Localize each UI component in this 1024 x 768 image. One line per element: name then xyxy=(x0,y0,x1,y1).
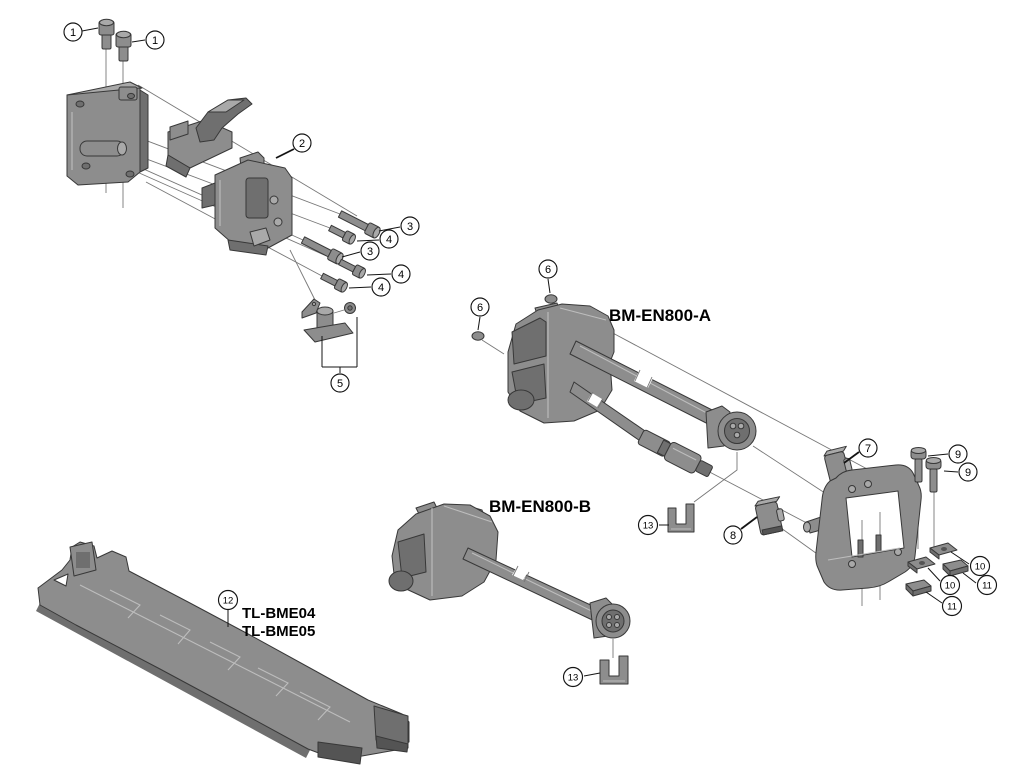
ring-screw-9-left xyxy=(910,447,927,483)
tool-label-2: TL-BME05 xyxy=(242,623,315,640)
svg-text:6: 6 xyxy=(477,302,483,314)
mount-screw-1-right xyxy=(115,30,132,62)
callout-12: 12 xyxy=(217,589,239,611)
svg-text:6: 6 xyxy=(545,264,551,276)
model-label-a: BM-EN800-A xyxy=(609,306,711,325)
battery-base-tool: TL-BME04 TL-BME05 xyxy=(36,541,410,765)
battery-mount-ring xyxy=(803,464,922,591)
cap-11-left xyxy=(905,579,932,597)
callout-3-a: 3 xyxy=(400,216,420,236)
guide-unit xyxy=(301,298,358,373)
svg-text:12: 12 xyxy=(223,595,234,606)
upper-mount-assembly xyxy=(66,18,381,373)
svg-text:4: 4 xyxy=(398,269,404,281)
svg-text:9: 9 xyxy=(955,449,961,461)
ring-screw-9-right xyxy=(925,457,942,493)
nut-plate-10-left xyxy=(907,556,936,574)
svg-text:4: 4 xyxy=(386,234,392,246)
callout-5: 5 xyxy=(330,373,350,393)
callout-13-b: 13 xyxy=(562,666,584,688)
fixing-bolt-3-upper xyxy=(337,210,381,239)
callout-6-a: 6 xyxy=(538,259,558,279)
cable-clip-13-upper xyxy=(667,503,695,533)
callout-2: 2 xyxy=(292,133,312,153)
battery-cable-lower xyxy=(569,381,713,477)
mount-screw-1-left xyxy=(98,18,115,50)
svg-text:11: 11 xyxy=(947,601,957,612)
fixing-bolt-4-a xyxy=(328,224,356,245)
svg-text:9: 9 xyxy=(965,467,971,479)
callout-11-b: 11 xyxy=(941,595,963,617)
svg-text:1: 1 xyxy=(70,27,76,39)
battery-cable-b xyxy=(462,547,611,627)
callout-1-b: 1 xyxy=(145,30,165,50)
nut-plate-10-right xyxy=(929,542,958,560)
battery-plug-connector xyxy=(705,405,757,451)
svg-text:10: 10 xyxy=(945,580,956,591)
callout-10-a: 10 xyxy=(969,555,991,577)
fixing-bolt-4-b xyxy=(338,258,366,279)
bm-en800-b-body xyxy=(388,501,499,601)
base-foot-left xyxy=(317,741,363,765)
fixing-bolt-3-lower xyxy=(300,236,344,265)
tool-label-1: TL-BME04 xyxy=(242,605,316,622)
callouts: 1 1 2 3 4 3 4 4 5 6 6 7 9 9 8 13 10 11 1… xyxy=(63,22,998,688)
latch-housing xyxy=(201,151,293,256)
model-label-b: BM-EN800-B xyxy=(489,497,591,516)
mount-ring-assembly xyxy=(667,445,969,606)
svg-text:13: 13 xyxy=(643,520,654,531)
svg-text:3: 3 xyxy=(367,246,373,258)
callout-9-b: 9 xyxy=(958,462,978,482)
callout-4-a: 4 xyxy=(379,229,399,249)
svg-text:3: 3 xyxy=(407,221,413,233)
spacer-block-8 xyxy=(754,496,785,536)
svg-text:11: 11 xyxy=(982,580,992,591)
fixing-bolt-4-c xyxy=(320,272,348,293)
mount-bracket xyxy=(66,81,149,186)
svg-text:4: 4 xyxy=(378,282,384,294)
svg-text:7: 7 xyxy=(865,443,871,455)
svg-text:2: 2 xyxy=(299,138,305,150)
bm-en800-b-assembly: BM-EN800-B xyxy=(388,497,631,685)
svg-text:13: 13 xyxy=(568,672,579,683)
callout-3-b: 3 xyxy=(360,241,380,261)
callout-4-b: 4 xyxy=(391,264,411,284)
svg-text:8: 8 xyxy=(730,530,736,542)
rivet-6-lower xyxy=(471,331,505,355)
cable-clip-13-lower xyxy=(599,655,629,685)
callout-13-a: 13 xyxy=(637,514,659,536)
cap-11-right xyxy=(942,559,969,577)
bm-en800-a-assembly: BM-EN800-A xyxy=(471,294,885,557)
svg-text:5: 5 xyxy=(337,378,343,390)
base-foot-right xyxy=(373,705,409,753)
callout-11-a: 11 xyxy=(976,574,998,596)
callout-6-b: 6 xyxy=(470,297,490,317)
battery-plug-connector-b xyxy=(589,597,631,639)
callout-9-a: 9 xyxy=(948,444,968,464)
callout-4-c: 4 xyxy=(371,277,391,297)
svg-text:10: 10 xyxy=(975,561,986,572)
callout-1-a: 1 xyxy=(63,22,83,42)
svg-text:1: 1 xyxy=(152,35,158,47)
battery-cable-upper xyxy=(569,340,725,430)
callout-8: 8 xyxy=(723,525,743,545)
release-lever xyxy=(195,97,253,143)
callout-7: 7 xyxy=(858,438,878,458)
callout-10-b: 10 xyxy=(939,574,961,596)
